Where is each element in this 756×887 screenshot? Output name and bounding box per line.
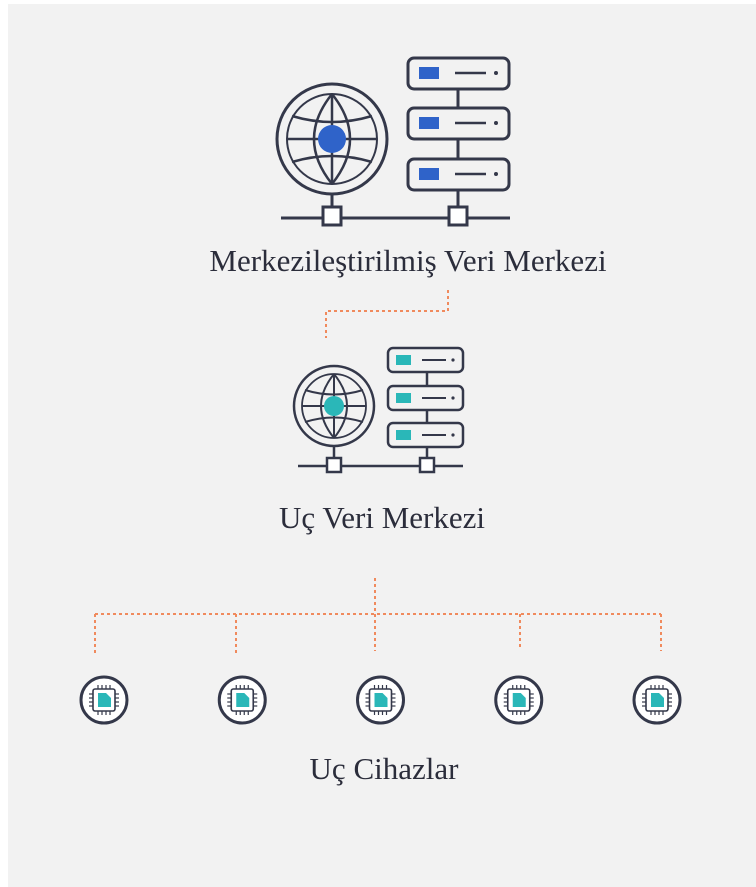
edge-server-rack-icon	[386, 346, 465, 457]
edge-to-devices-connector	[94, 578, 662, 653]
diagram-canvas	[8, 4, 756, 887]
edge-devices-row	[79, 675, 682, 725]
edge-device-chip-icon	[217, 675, 267, 725]
edge-device-chip-icon	[79, 675, 129, 725]
central-data-center-icon	[275, 56, 511, 227]
central-to-edge-connector	[325, 290, 449, 338]
edge-globe-icon	[292, 364, 376, 448]
edge-device-chip-icon	[632, 675, 682, 725]
edge-device-chip-icon	[494, 675, 544, 725]
edge-device-chip-icon	[356, 675, 405, 725]
edge-data-center-label: Uç Veri Merkezi	[278, 500, 486, 535]
central-data-center-label: Merkezileştirilmiş Veri Merkezi	[209, 243, 607, 278]
edge-data-center-icon	[292, 346, 465, 474]
edge-devices-label: Uç Cihazlar	[309, 751, 459, 786]
central-server-rack-icon	[406, 56, 511, 207]
central-globe-icon	[275, 82, 389, 196]
